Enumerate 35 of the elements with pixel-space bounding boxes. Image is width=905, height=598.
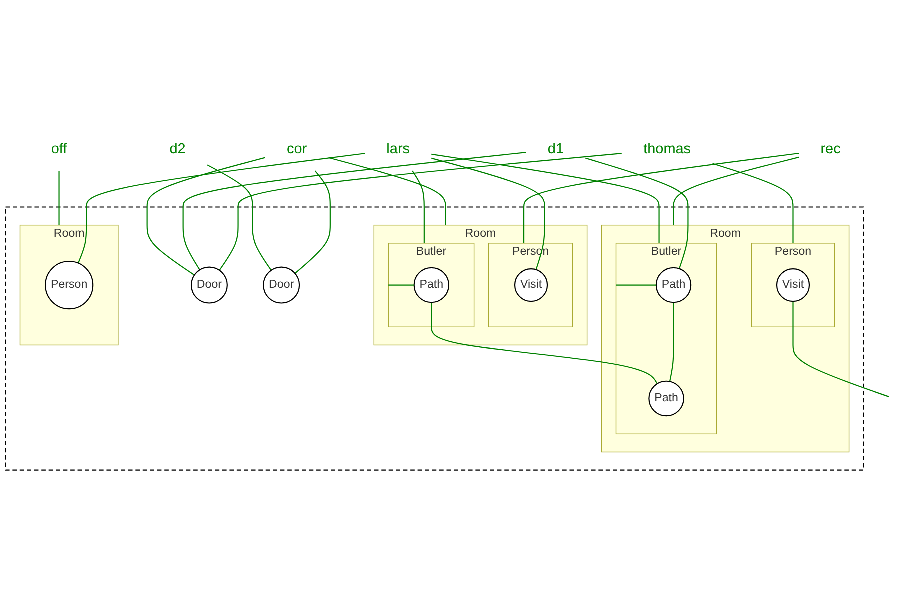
link-name-label: lars xyxy=(386,141,410,158)
link-line xyxy=(431,302,658,384)
node-circle: Path xyxy=(648,380,684,417)
node-circle: Path xyxy=(414,267,450,304)
node-circle: Person xyxy=(45,260,94,310)
node-circle: Door xyxy=(190,266,228,304)
link-line xyxy=(792,302,890,398)
link-line xyxy=(669,302,674,382)
link-name-label: d2 xyxy=(170,141,186,158)
link-name-label: cor xyxy=(287,141,308,158)
link-name-label: d1 xyxy=(548,141,564,158)
link-line xyxy=(712,163,794,244)
link-line xyxy=(524,152,800,244)
link-line xyxy=(78,153,366,264)
link-line xyxy=(616,284,656,286)
link-line xyxy=(328,157,446,226)
link-line xyxy=(207,164,272,271)
link-name-label: rec xyxy=(820,141,841,158)
node-circle: Visit xyxy=(514,268,548,302)
link-line xyxy=(673,156,800,226)
link-line xyxy=(294,170,331,274)
link-line xyxy=(412,170,425,244)
node-circle: Path xyxy=(656,267,692,304)
link-line xyxy=(219,153,622,271)
link-line xyxy=(432,158,546,270)
link-name-label: off xyxy=(51,141,68,158)
link-line xyxy=(146,157,266,276)
link-line xyxy=(432,154,660,244)
link-line xyxy=(58,171,60,226)
link-name-label: thomas xyxy=(644,141,692,158)
link-line xyxy=(586,158,689,270)
link-line xyxy=(388,284,414,286)
node-circle: Visit xyxy=(776,268,810,302)
link-line xyxy=(182,152,526,270)
node-circle: Door xyxy=(263,266,300,304)
